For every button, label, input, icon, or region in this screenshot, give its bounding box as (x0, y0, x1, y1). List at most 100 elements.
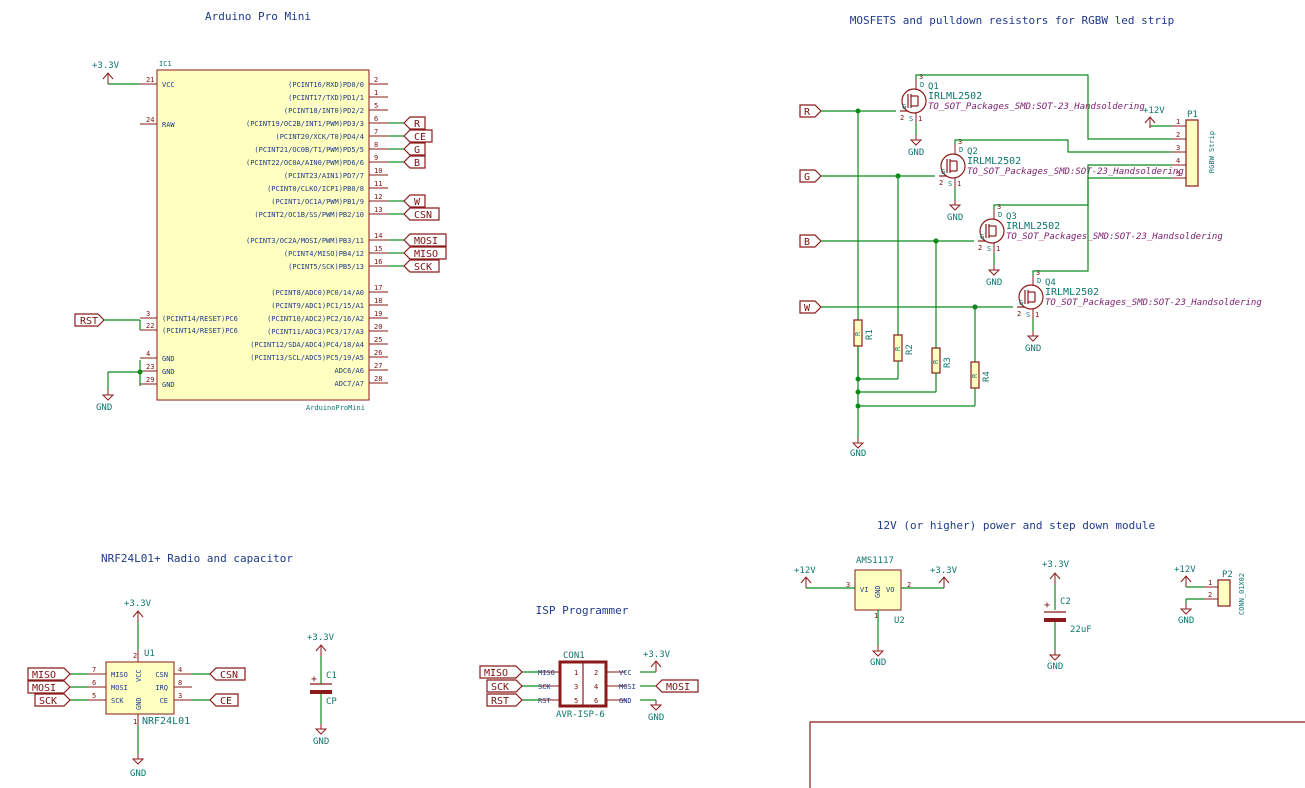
ic1-right-pin-name: (PCINT18/INT0)PD2/2 (284, 107, 364, 115)
ic1-right-pin-num: 20 (374, 323, 382, 331)
p2-pin1-num: 1 (1208, 579, 1212, 587)
label-sck-u1[interactable]: SCK (34, 693, 71, 707)
mosfet-s-num: 1 (996, 245, 1000, 253)
label-sck-isp[interactable]: SCK (486, 679, 523, 693)
ic1-left-pin-num: 4 (146, 350, 150, 358)
label-sck-ic1[interactable]: SCK (403, 259, 440, 273)
c1-capacitor[interactable]: +3.3V + GND C1 CP (307, 633, 337, 747)
ic1-right-pin-num: 17 (374, 284, 382, 292)
label-w-mosfet[interactable]: W (799, 300, 822, 314)
label-ce-u1[interactable]: CE (209, 693, 239, 707)
con1-right-pin-name: GND (619, 697, 632, 705)
con1-left-pin-name: MISO (538, 669, 555, 677)
u1-right-pin-name: CSN (155, 671, 168, 679)
ic1-ref: IC1 (159, 60, 172, 68)
mosfet-d-num: 3 (1036, 269, 1040, 277)
u1-gnd-label: GND (130, 769, 146, 779)
p2-pin2-num: 2 (1208, 591, 1212, 599)
label-sck-isp-shape (486, 679, 523, 693)
label-csn-ic1[interactable]: CSN (403, 207, 440, 221)
ic1-left-pin-name: GND (162, 381, 175, 389)
label-mosi-u1[interactable]: MOSI (27, 680, 71, 694)
ic1-left-pin-num: 23 (146, 363, 154, 371)
p2-ref: P2 (1222, 570, 1233, 580)
ic1-right-pin-name: (PCINT10/ADC2)PC2/16/A2 (267, 315, 364, 323)
mosfet-d-letter: D (920, 81, 924, 89)
u2-ams1117[interactable]: AMS1117 U2 VI VO GND 3 2 1 (846, 556, 911, 626)
label-miso-ic1[interactable]: MISO (403, 246, 447, 260)
mosfet-gnd-label: GND (986, 278, 1002, 288)
mosfet-footprint: TO_SOT_Packages_SMD:SOT-23_Handsoldering (1006, 232, 1223, 242)
label-miso-u1[interactable]: MISO (27, 667, 71, 681)
label-rst-isp[interactable]: RST (486, 693, 523, 707)
p2-connector[interactable]: P2 CONN_01X02 1 2 (1204, 570, 1246, 615)
p1-pin-num: 5 (1176, 170, 1180, 178)
mosfet-ref: Q2 (967, 147, 978, 157)
c2-gnd-label: GND (1047, 662, 1063, 672)
u1-nrf24l01[interactable]: U1 NRF24L01 7MISO6MOSI5SCK4CSN8IRQ3CE2VC… (88, 649, 192, 727)
label-g-mosfet[interactable]: G (799, 169, 822, 183)
ic1-right-pin-num: 14 (374, 232, 382, 240)
ic1-right-pin-name: (PCINT1/OC1A/PWM)PB1/9 (271, 198, 364, 206)
ic1-right-pin-name: (PCINT8/ADC0)PC0/14/A0 (271, 289, 364, 297)
mosfet-q3[interactable]: Q3IRLML2502TO_SOT_Packages_SMD:SOT-23_Ha… (978, 203, 1223, 253)
label-sck-ic1-text: SCK (414, 262, 432, 273)
u1-left-pin-name: MOSI (111, 684, 128, 692)
ic1-right-pin-name: (PCINT20/XCK/T0)PD4/4 (275, 133, 364, 141)
con1-left-pin-name: RST (538, 697, 551, 705)
ic1-arduino-pro-mini[interactable]: IC1 ArduinoProMini 21VCC24RAW3(PCINT14/R… (140, 60, 388, 412)
ic1-vcc-power-label: +3.3V (92, 61, 120, 71)
label-mosi-ic1[interactable]: MOSI (403, 233, 447, 247)
label-b-mosfet-text: B (804, 237, 810, 248)
label-r-ic1[interactable]: R (403, 116, 426, 130)
label-csn-u1[interactable]: CSN (209, 667, 246, 681)
label-miso-isp-text: MISO (484, 668, 508, 679)
label-miso-isp[interactable]: MISO (479, 665, 523, 679)
label-mosi-ic1-shape (403, 233, 447, 247)
mosfet-q2[interactable]: Q2IRLML2502TO_SOT_Packages_SMD:SOT-23_Ha… (939, 138, 1184, 188)
mosfet-q4[interactable]: Q4IRLML2502TO_SOT_Packages_SMD:SOT-23_Ha… (1017, 269, 1262, 319)
label-ce-ic1-shape (403, 129, 433, 143)
mosfet-g-letter: G (902, 103, 906, 111)
label-rst-left[interactable] (74, 313, 105, 327)
ic1-right-pin-name: ADC7/A7 (334, 380, 364, 388)
ic1-right-pin-name: (PCINT17/TXD)PD1/1 (288, 94, 364, 102)
label-b-mosfet[interactable]: B (799, 234, 822, 248)
mosfet-value: IRLML2502 (1006, 221, 1060, 232)
label-mosi-isp[interactable]: MOSI (655, 679, 699, 693)
resistor-ref: R2 (905, 344, 915, 355)
u2-vi-power-label: +12V (794, 566, 816, 576)
ic1-right-pin-num: 1 (374, 89, 378, 97)
c2-capacitor[interactable]: +3.3V + GND C2 22uF (1042, 560, 1092, 672)
resistor-value: R (854, 331, 862, 336)
mosfet-footprint: TO_SOT_Packages_SMD:SOT-23_Handsoldering (1045, 298, 1262, 308)
u1-body (105, 661, 175, 715)
label-miso-isp-shape (479, 665, 523, 679)
label-g-ic1[interactable]: G (403, 142, 426, 156)
label-b-ic1[interactable]: B (403, 155, 426, 169)
u2-vi-num: 3 (846, 581, 850, 589)
label-rst-left-text: RST (80, 316, 98, 327)
mosfet-q1[interactable]: Q1IRLML2502TO_SOT_Packages_SMD:SOT-23_Ha… (900, 73, 1145, 123)
u1-left-pin-name: SCK (111, 697, 124, 705)
mosfet-ref: Q1 (928, 82, 939, 92)
label-w-ic1[interactable]: W (403, 194, 426, 208)
ic1-left-pin-num: 22 (146, 322, 154, 330)
ic1-left-pin-num: 21 (146, 76, 154, 84)
p1-pin-num: 1 (1176, 118, 1180, 126)
label-ce-ic1[interactable]: CE (403, 129, 433, 143)
label-r-mosfet[interactable]: R (799, 104, 822, 118)
ic1-right-pin-name: (PCINT22/OC0A/AIN0/PWM)PD6/6 (246, 159, 364, 167)
u1-right-pin-num: 8 (178, 679, 182, 687)
con1-left-pin-num: 1 (574, 669, 578, 677)
mosfet-s-letter: S (948, 180, 952, 188)
ic1-right-pin-num: 9 (374, 154, 378, 162)
mosfet-value: IRLML2502 (928, 91, 982, 102)
